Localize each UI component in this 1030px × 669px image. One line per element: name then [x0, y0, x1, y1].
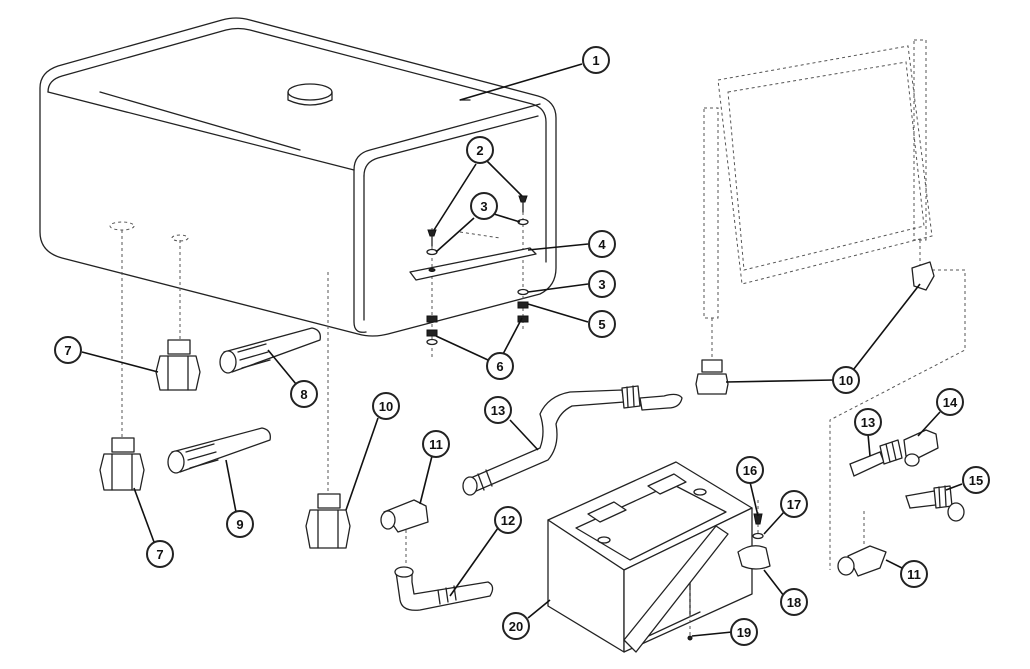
- callout-label: 15: [969, 473, 983, 488]
- hose-8: [219, 327, 321, 374]
- callout-17: 17: [780, 490, 808, 518]
- callout-label: 6: [496, 359, 503, 374]
- callout-label: 17: [787, 497, 801, 512]
- mounting-hardware: [409, 195, 537, 360]
- hose-13-center: [462, 385, 683, 496]
- callout-label: 12: [501, 513, 515, 528]
- fitting-7-upper: [155, 240, 201, 391]
- callout-label: 11: [907, 567, 921, 582]
- callout-8: 8: [290, 380, 318, 408]
- callout-19: 19: [730, 618, 758, 646]
- callout-label: 13: [491, 403, 505, 418]
- callout-6: 6: [486, 352, 514, 380]
- callout-3-lower: 3: [588, 270, 616, 298]
- callout-label: 3: [598, 277, 605, 292]
- callout-label: 10: [379, 399, 393, 414]
- callout-label: 20: [509, 619, 523, 634]
- drain-12: [394, 566, 494, 611]
- leader-lines: [81, 63, 963, 637]
- callout-10-center: 10: [372, 392, 400, 420]
- callout-7-upper: 7: [54, 336, 82, 364]
- fitting-7-lower: [99, 230, 145, 491]
- callout-label: 11: [429, 437, 443, 452]
- callout-label: 3: [480, 199, 487, 214]
- callout-11-right: 11: [900, 560, 928, 588]
- callout-12: 12: [494, 506, 522, 534]
- callout-label: 14: [943, 395, 958, 410]
- callout-15: 15: [962, 466, 990, 494]
- hose-13-right: [849, 439, 903, 477]
- hold-down: [623, 500, 771, 653]
- callout-label: 18: [787, 595, 801, 610]
- callout-label: 7: [156, 547, 163, 562]
- callout-4: 4: [588, 230, 616, 258]
- callout-7-lower: 7: [146, 540, 174, 568]
- elbow-11-right: [837, 510, 887, 577]
- callout-label: 5: [598, 317, 605, 332]
- fitting-10-right: [695, 261, 935, 395]
- callout-9: 9: [226, 510, 254, 538]
- callout-5: 5: [588, 310, 616, 338]
- elbow-14: [903, 429, 939, 467]
- callout-label: 7: [64, 343, 71, 358]
- callout-label: 19: [737, 625, 751, 640]
- hose-15: [905, 485, 965, 522]
- callout-13-center: 13: [484, 396, 512, 424]
- callout-14: 14: [936, 388, 964, 416]
- radiator: [703, 39, 966, 570]
- callout-label: 2: [476, 143, 483, 158]
- callout-18: 18: [780, 588, 808, 616]
- callout-11-center: 11: [422, 430, 450, 458]
- elbow-11-center: [380, 499, 429, 564]
- callout-label: 4: [598, 237, 606, 252]
- callout-label: 8: [300, 387, 307, 402]
- callout-20: 20: [502, 612, 530, 640]
- callout-13-right: 13: [854, 408, 882, 436]
- callout-16: 16: [736, 456, 764, 484]
- callout-2: 2: [466, 136, 494, 164]
- callout-label: 16: [743, 463, 757, 478]
- fuel-tank: [39, 17, 557, 337]
- callout-label: 10: [839, 373, 853, 388]
- callout-1: 1: [582, 46, 610, 74]
- callout-10-right: 10: [832, 366, 860, 394]
- callout-3-upper: 3: [470, 192, 498, 220]
- hose-9: [167, 427, 271, 474]
- callout-label: 1: [592, 53, 599, 68]
- callout-label: 13: [861, 415, 875, 430]
- fitting-10-center: [305, 272, 351, 549]
- callout-label: 9: [236, 517, 243, 532]
